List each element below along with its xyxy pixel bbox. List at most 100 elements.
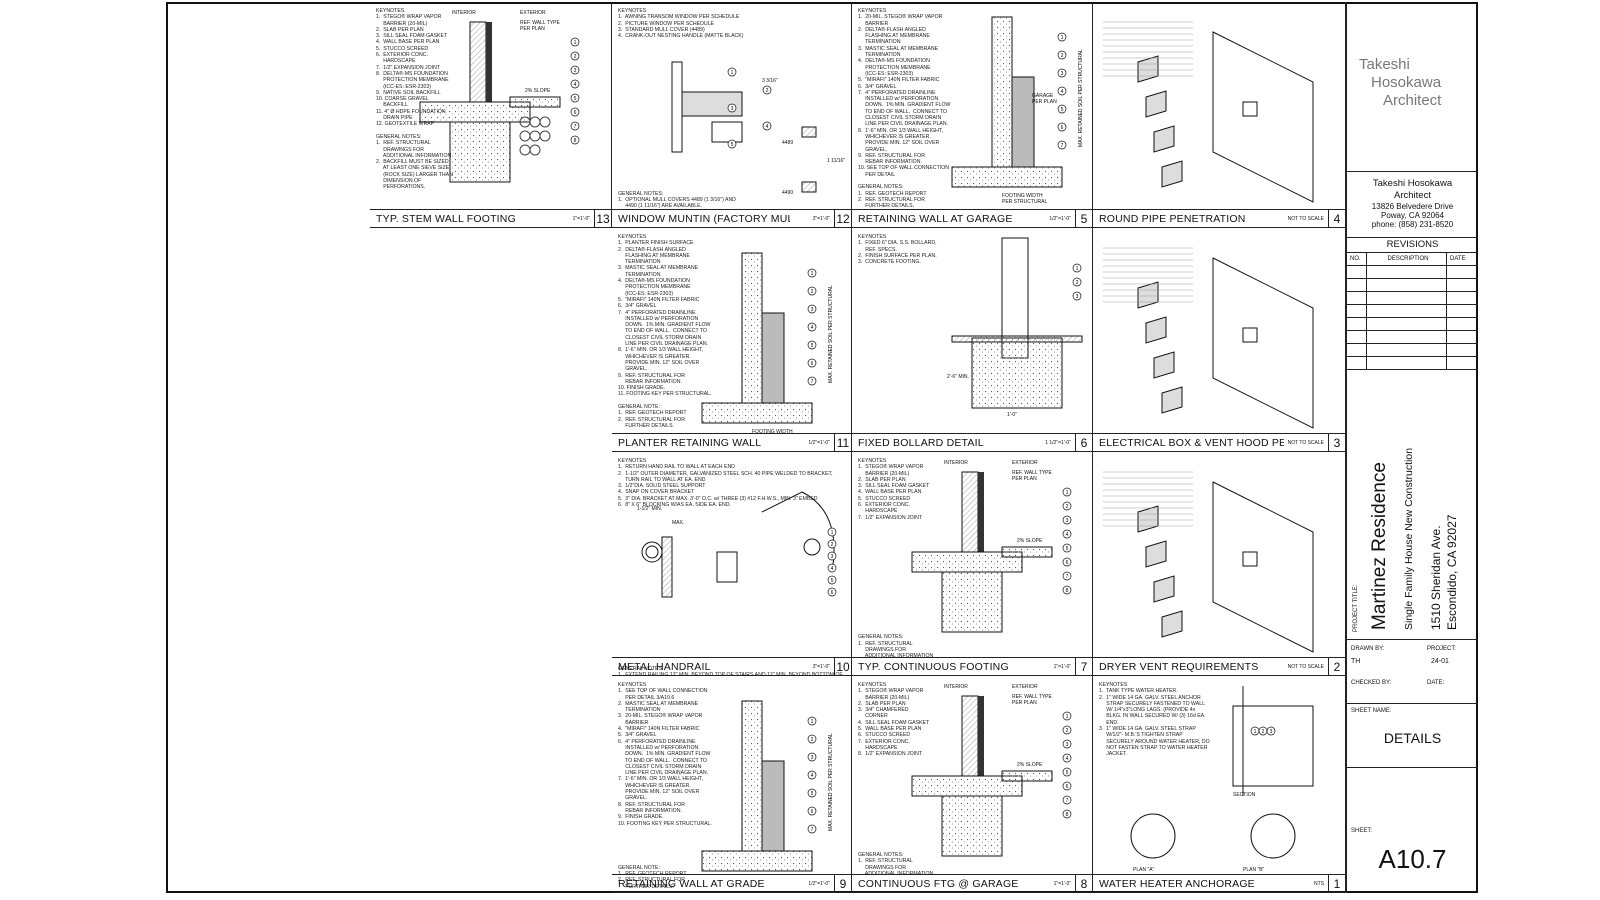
detail-2: DRYER VENT REQUIREMENTS NOT TO SCALE 2 <box>1093 452 1346 676</box>
svg-text:REF. WALL TYPE: REF. WALL TYPE <box>520 20 560 26</box>
svg-text:4: 4 <box>1066 756 1069 762</box>
svg-text:3: 3 <box>1270 729 1273 735</box>
detail-scale: 1/2"=1'-0" <box>1049 215 1071 222</box>
logo-area: Takeshi Hosokawa Architect <box>1347 2 1478 172</box>
svg-text:4: 4 <box>1061 89 1064 95</box>
svg-text:2: 2 <box>1076 280 1079 286</box>
svg-text:5: 5 <box>811 791 814 797</box>
svg-text:INTERIOR: INTERIOR <box>944 684 968 690</box>
svg-text:1: 1 <box>574 40 577 46</box>
svg-text:PER PLAN: PER PLAN <box>1012 476 1037 482</box>
firm-name: Takeshi Hosokawa <box>1372 178 1453 189</box>
svg-text:6: 6 <box>574 110 577 116</box>
detail-number: 6 <box>1075 434 1092 451</box>
svg-text:EXTERIOR: EXTERIOR <box>1012 460 1038 466</box>
detail-number: 3 <box>1328 434 1345 451</box>
svg-text:3: 3 <box>1066 518 1069 524</box>
detail-number: 9 <box>834 875 851 892</box>
svg-text:4490: 4490 <box>782 190 793 196</box>
svg-text:PLAN "A": PLAN "A" <box>1133 867 1155 873</box>
svg-text:7: 7 <box>1066 574 1069 580</box>
sheet-number-box: SHEET: A10.7 <box>1347 768 1478 893</box>
firm-address: Takeshi Hosokawa Architect 13826 Belvede… <box>1347 172 1478 238</box>
svg-text:6: 6 <box>811 361 814 367</box>
svg-text:PER PLAN: PER PLAN <box>520 26 545 32</box>
svg-text:6: 6 <box>811 809 814 815</box>
detail-number: 5 <box>1075 210 1092 227</box>
sheet-name-box: SHEET NAME: DETAILS <box>1347 704 1478 768</box>
svg-text:MAX. RETAINED SOIL PER STRUCTU: MAX. RETAINED SOIL PER STRUCTURAL <box>828 733 834 831</box>
detail-drawing <box>1103 247 1314 429</box>
detail-title-bar: FIXED BOLLARD DETAIL 1 1/2"=1'-0" 6 <box>852 433 1092 451</box>
svg-text:2: 2 <box>1066 504 1069 510</box>
detail-number: 7 <box>1075 658 1092 675</box>
svg-text:5: 5 <box>1061 107 1064 113</box>
revision-row <box>1347 292 1478 305</box>
svg-text:4: 4 <box>831 566 834 572</box>
detail-scale: 1"=1'-0" <box>572 215 590 222</box>
detail-number: 13 <box>594 210 611 227</box>
project-address-2: Escondido, CA 92027 <box>1445 514 1459 630</box>
detail-title-bar: TYP. CONTINUOUS FOOTING 1"=1'-0" 7 <box>852 657 1092 675</box>
revision-row <box>1347 357 1478 370</box>
svg-text:1'-0": 1'-0" <box>1007 412 1017 418</box>
detail-number: 1 <box>1328 875 1345 892</box>
svg-text:3: 3 <box>1066 742 1069 748</box>
revision-row <box>1347 266 1478 279</box>
svg-text:2% SLOPE: 2% SLOPE <box>1017 762 1043 768</box>
svg-text:PLAN "B": PLAN "B" <box>1243 867 1265 873</box>
detail-title: CONTINUOUS FTG @ GARAGE <box>858 877 1019 890</box>
svg-text:1: 1 <box>1066 714 1069 720</box>
detail-title: TYP. STEM WALL FOOTING <box>376 212 516 225</box>
svg-text:SECTION: SECTION <box>1233 792 1256 798</box>
svg-text:3: 3 <box>574 68 577 74</box>
svg-text:3: 3 <box>811 755 814 761</box>
svg-text:5: 5 <box>1066 546 1069 552</box>
svg-text:3 3/16": 3 3/16" <box>762 78 778 84</box>
svg-text:2: 2 <box>1061 53 1064 59</box>
detail-title: DRYER VENT REQUIREMENTS <box>1099 660 1259 673</box>
svg-text:1: 1 <box>1061 35 1064 41</box>
sheet-number: A10.7 <box>1378 844 1447 874</box>
svg-text:1 11/16": 1 11/16" <box>827 158 845 164</box>
svg-text:FOOTING WIDTH: FOOTING WIDTH <box>752 429 793 434</box>
detail-title-bar: RETAINING WALL AT GARAGE 1/2"=1'-0" 5 <box>852 209 1092 227</box>
detail-title: ROUND PIPE PENETRATION <box>1099 212 1246 225</box>
svg-text:3: 3 <box>731 106 734 112</box>
svg-text:4: 4 <box>574 82 577 88</box>
svg-text:6: 6 <box>1061 125 1064 131</box>
svg-text:8: 8 <box>1066 812 1069 818</box>
svg-text:1: 1 <box>1076 266 1079 272</box>
title-block: Takeshi Hosokawa Architect Takeshi Hosok… <box>1346 2 1478 893</box>
detail-title-bar: RETAINING WALL AT GRADE 1/2"=1'-0" 9 <box>612 874 851 892</box>
detail-3: ELECTRICAL BOX & VENT HOOD PENETRATION N… <box>1093 228 1346 452</box>
svg-text:1: 1 <box>831 530 834 536</box>
svg-text:1: 1 <box>1254 729 1257 735</box>
svg-text:5: 5 <box>811 343 814 349</box>
svg-text:6: 6 <box>1066 784 1069 790</box>
svg-text:GARAGE: GARAGE <box>1032 93 1054 99</box>
detail-title: RETAINING WALL AT GRADE <box>618 877 765 890</box>
address-line-1: 13826 Belvedere Drive <box>1371 202 1454 211</box>
detail-drawing <box>1103 21 1314 203</box>
svg-text:5: 5 <box>831 578 834 584</box>
revisions-table: REVISIONS NO. DESCRIPTION DATE <box>1347 238 1478 370</box>
detail-drawing <box>1103 471 1314 653</box>
revision-row <box>1347 331 1478 344</box>
detail-title: WATER HEATER ANCHORAGE <box>1099 877 1255 890</box>
svg-text:4: 4 <box>811 773 814 779</box>
firm-title: Architect <box>1394 190 1431 201</box>
svg-text:7: 7 <box>1066 798 1069 804</box>
address-line-2: Poway, CA 92064 <box>1380 211 1444 220</box>
